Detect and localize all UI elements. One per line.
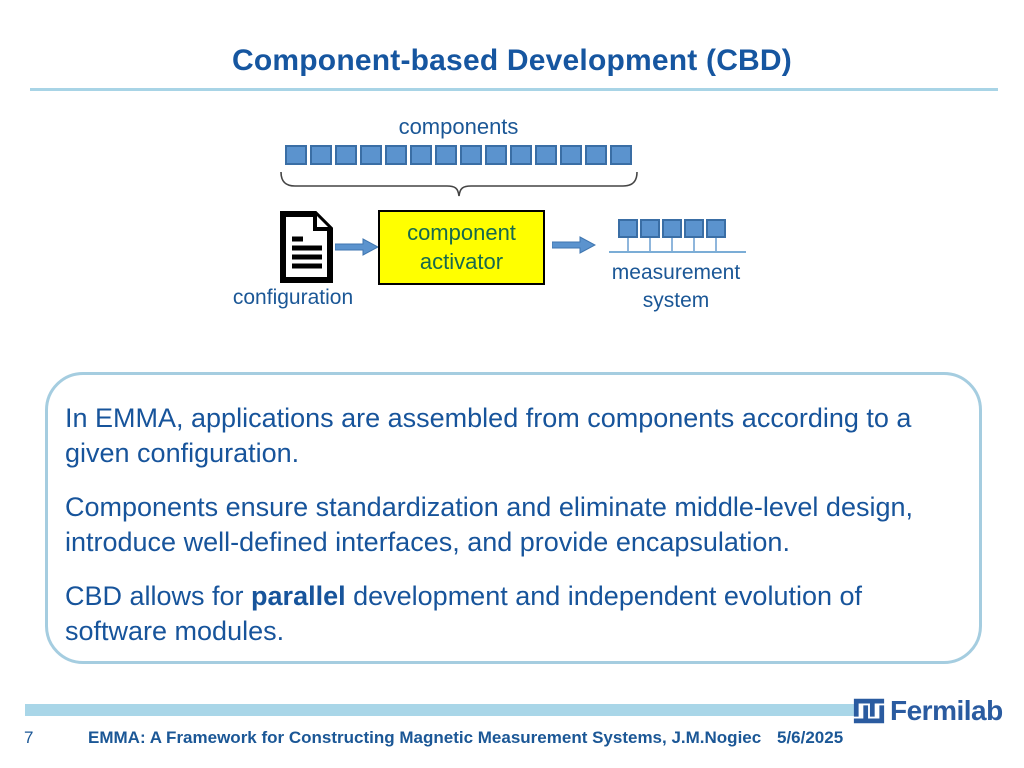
measurement-label-line2: system bbox=[642, 289, 710, 313]
measurement-square bbox=[618, 219, 638, 251]
component-square bbox=[610, 145, 632, 165]
body-paragraph-3: CBD allows for parallel development and … bbox=[65, 579, 955, 649]
arrow-right-icon bbox=[552, 236, 596, 254]
paragraph-3-prefix: CBD allows for bbox=[65, 581, 252, 611]
component-square bbox=[585, 145, 607, 165]
brace-icon bbox=[280, 171, 638, 197]
fermilab-symbol-icon bbox=[853, 698, 885, 724]
component-square bbox=[335, 145, 357, 165]
slide-title: Component-based Development (CBD) bbox=[232, 44, 792, 77]
component-square bbox=[360, 145, 382, 165]
fermilab-logo: Fermilab bbox=[852, 694, 1003, 728]
measurement-square bbox=[684, 219, 704, 251]
measurement-system-squares bbox=[618, 219, 726, 251]
component-square bbox=[435, 145, 457, 165]
component-square bbox=[485, 145, 507, 165]
page-number: 7 bbox=[24, 728, 34, 747]
title-divider bbox=[30, 88, 998, 91]
component-square bbox=[535, 145, 557, 165]
components-squares bbox=[285, 145, 632, 165]
measurement-square bbox=[640, 219, 660, 251]
measurement-square bbox=[662, 219, 682, 251]
configuration-document-icon bbox=[280, 211, 333, 283]
component-square bbox=[460, 145, 482, 165]
component-square bbox=[310, 145, 332, 165]
footer-title: EMMA: A Framework for Constructing Magne… bbox=[88, 728, 762, 747]
components-label: components bbox=[398, 114, 519, 139]
paragraph-3-suffix: development and independent evolution of… bbox=[65, 581, 863, 646]
component-square bbox=[385, 145, 407, 165]
measurement-square bbox=[706, 219, 726, 251]
footer-bar bbox=[25, 704, 855, 716]
component-square bbox=[410, 145, 432, 165]
arrow-right-icon bbox=[335, 238, 379, 256]
body-paragraph-2: Components ensure standardization and el… bbox=[65, 492, 913, 557]
body-paragraph-1: In EMMA, applications are assembled from… bbox=[65, 403, 912, 468]
activator-label-line2: activator bbox=[419, 248, 504, 274]
measurement-system-label: measurement system bbox=[600, 259, 752, 316]
fermilab-wordmark: Fermilab bbox=[890, 695, 1003, 726]
configuration-label: configuration bbox=[232, 286, 354, 309]
measurement-label-line1: measurement bbox=[611, 261, 741, 284]
component-square bbox=[285, 145, 307, 165]
component-square bbox=[510, 145, 532, 165]
paragraph-3-bold: parallel bbox=[251, 581, 346, 611]
footer-date: 5/6/2025 bbox=[777, 728, 844, 747]
component-square bbox=[560, 145, 582, 165]
body-callout: In EMMA, applications are assembled from… bbox=[45, 372, 982, 664]
activator-label-line1: component bbox=[407, 219, 516, 245]
measurement-bus-line bbox=[609, 251, 746, 253]
component-activator-box: component activator bbox=[378, 210, 545, 285]
